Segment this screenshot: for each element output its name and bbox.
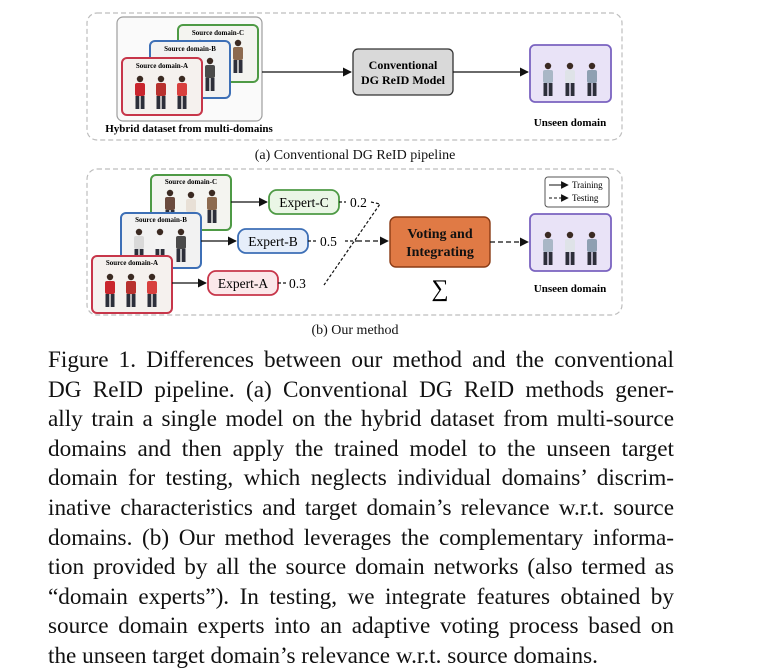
sigma-symbol: ∑ (431, 276, 448, 302)
weight-a: 0.3 (289, 276, 306, 291)
expert-a: Expert-A (207, 270, 279, 296)
expert-a-label: Expert-A (218, 276, 268, 291)
voting-label-line2: Integrating (406, 245, 474, 260)
expert-c: Expert-C (268, 189, 340, 215)
expert-b-label: Expert-B (248, 234, 298, 249)
caption-line: tion provided by all the source domain n… (48, 554, 674, 581)
hybrid-dataset-caption: Hybrid dataset from multi-domains (105, 123, 273, 135)
dataset-card-label: Source domain-B (135, 216, 187, 224)
unseen-domain-label: Unseen domain (534, 283, 606, 295)
caption-line: Figure 1. Differences between our method… (48, 347, 674, 373)
legend-testing-label: Testing (572, 193, 599, 203)
voting-label-line1: Voting and (407, 227, 472, 242)
caption-line: ally train a single model on the hybrid … (48, 406, 674, 433)
dataset-card-a: Source domain-A (121, 57, 203, 116)
dataset-card-label: Source domain-A (106, 259, 158, 267)
dataset-card-a: Source domain-A (91, 255, 173, 314)
caption-line: inative characteristics and target domai… (48, 494, 674, 521)
legend: Training Testing (544, 176, 610, 208)
caption-line: DG ReID pipeline. (a) Conventional DG Re… (48, 376, 674, 403)
unseen-domain-label: Unseen domain (534, 117, 606, 129)
expert-c-label: Expert-C (279, 195, 329, 210)
caption-line: “domain experts”). In testing, we integr… (48, 583, 674, 610)
model-label-line1: Conventional (369, 58, 438, 72)
conventional-model-box: Conventional DG ReID Model (352, 48, 454, 96)
caption-line: domains and then apply the trained model… (48, 435, 674, 462)
expert-b: Expert-B (237, 228, 309, 254)
dataset-card-label: Source domain-C (165, 178, 217, 186)
dataset-card-label: Source domain-C (192, 29, 244, 37)
unseen-domain-card (529, 44, 612, 103)
caption-line: domain for testing, which neglects indiv… (48, 465, 674, 492)
panel-a-border (86, 12, 623, 141)
subcaption-a: (a) Conventional DG ReID pipeline (255, 148, 456, 163)
hybrid-dataset: Source domain-C Source domain-B Source d… (116, 16, 263, 122)
model-label-line2: DG ReID Model (361, 73, 446, 87)
weight-c: 0.2 (350, 195, 367, 210)
legend-training-label: Training (572, 180, 603, 190)
subcaption-b: (b) Our method (311, 323, 398, 338)
voting-integrating-box: Voting and Integrating (389, 216, 491, 268)
unseen-domain-card (529, 213, 612, 272)
dataset-card-label: Source domain-B (164, 45, 216, 53)
caption-line: source domain experts into an adaptive v… (48, 613, 674, 640)
dataset-card-label: Source domain-A (136, 62, 188, 70)
figure-1: Source domain-C Source domain-B Source d… (86, 12, 623, 338)
caption-line: domains. (b) Our method leverages the co… (48, 524, 674, 551)
weight-b: 0.5 (320, 234, 337, 249)
panel-a: Source domain-C Source domain-B Source d… (86, 12, 623, 141)
panel-b: Source domain-C Source domain-B Source d… (86, 168, 623, 316)
panel-b-border (86, 168, 623, 316)
figure-caption: Figure 1. Differences between our method… (48, 346, 674, 672)
dashed-merge-lines (323, 201, 382, 286)
